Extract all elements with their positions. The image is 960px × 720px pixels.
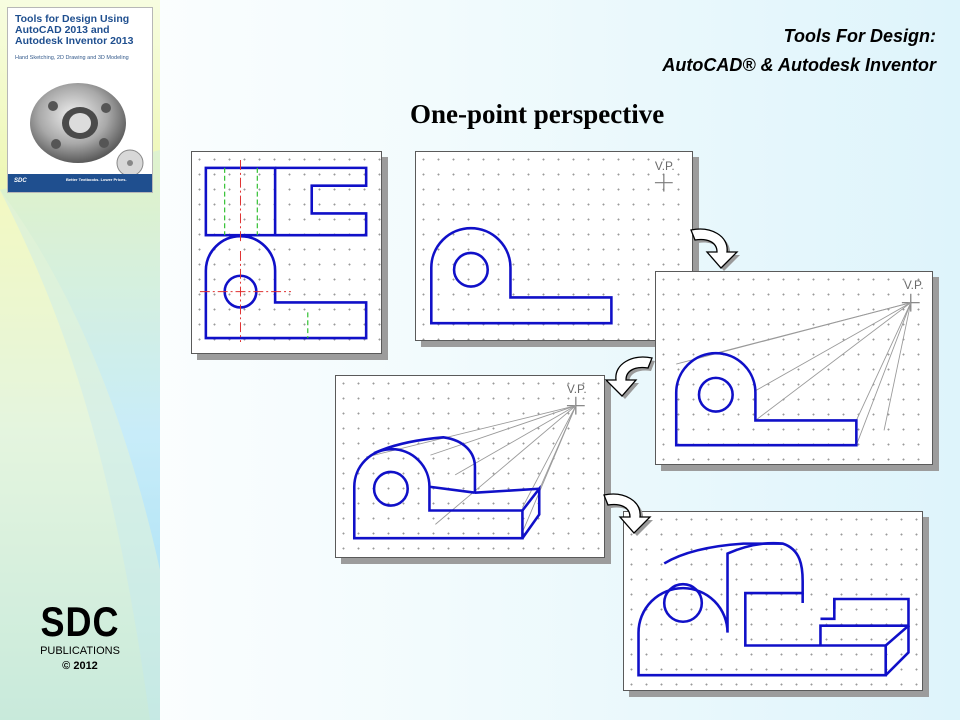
copyright-text: © 2012 [62, 660, 98, 672]
orthographic-views-panel [191, 151, 382, 354]
book-footer-text: Better Textbooks. Lower Prices. [66, 177, 127, 182]
orthographic-views-drawing [199, 159, 368, 343]
sidebar: Tools for Design Using AutoCAD 2013 and … [0, 0, 160, 720]
header-book-title-line1: Tools For Design: [783, 26, 936, 46]
vanishing-point-label: V.P. [655, 159, 675, 173]
finished-perspective-drawing [637, 541, 910, 677]
projection-lines-drawing: V.P. [674, 278, 924, 447]
vanishing-point-label: V.P. [904, 278, 924, 292]
book-title: Tools for Design Using AutoCAD 2013 and … [15, 13, 134, 47]
publisher-logo: SDC [40, 597, 120, 645]
depth-construction-drawing: V.P. [352, 382, 587, 540]
book-cover-image: Tools for Design Using AutoCAD 2013 and … [7, 7, 153, 193]
publisher-name: PUBLICATIONS [40, 645, 120, 657]
curved-arrow-icon [603, 493, 653, 536]
front-view-with-vanishing-point-panel: V.P. [415, 151, 693, 341]
book-cover-part-illustration [30, 83, 144, 177]
projection-lines-panel: V.P. [655, 271, 933, 465]
sidebar-curve-decoration [0, 150, 160, 720]
curved-arrow-icon [690, 228, 740, 271]
vanishing-point-label: V.P. [567, 382, 587, 396]
depth-construction-panel: V.P. [335, 375, 605, 558]
book-subtitle: Hand Sketching, 2D Drawing and 3D Modeli… [15, 55, 129, 61]
publisher-block: SDC PUBLICATIONS © 2012 [0, 597, 160, 673]
front-view-drawing: V.P. [430, 159, 675, 325]
book-footer: SDC Better Textbooks. Lower Prices. [8, 174, 152, 192]
slide-title: One-point perspective [410, 99, 665, 129]
book-footer-logo: SDC [14, 178, 27, 184]
finished-perspective-panel [623, 511, 923, 691]
curved-arrow-icon [604, 356, 655, 399]
header-book-title-line2: AutoCAD® & Autodesk Inventor [662, 55, 936, 75]
